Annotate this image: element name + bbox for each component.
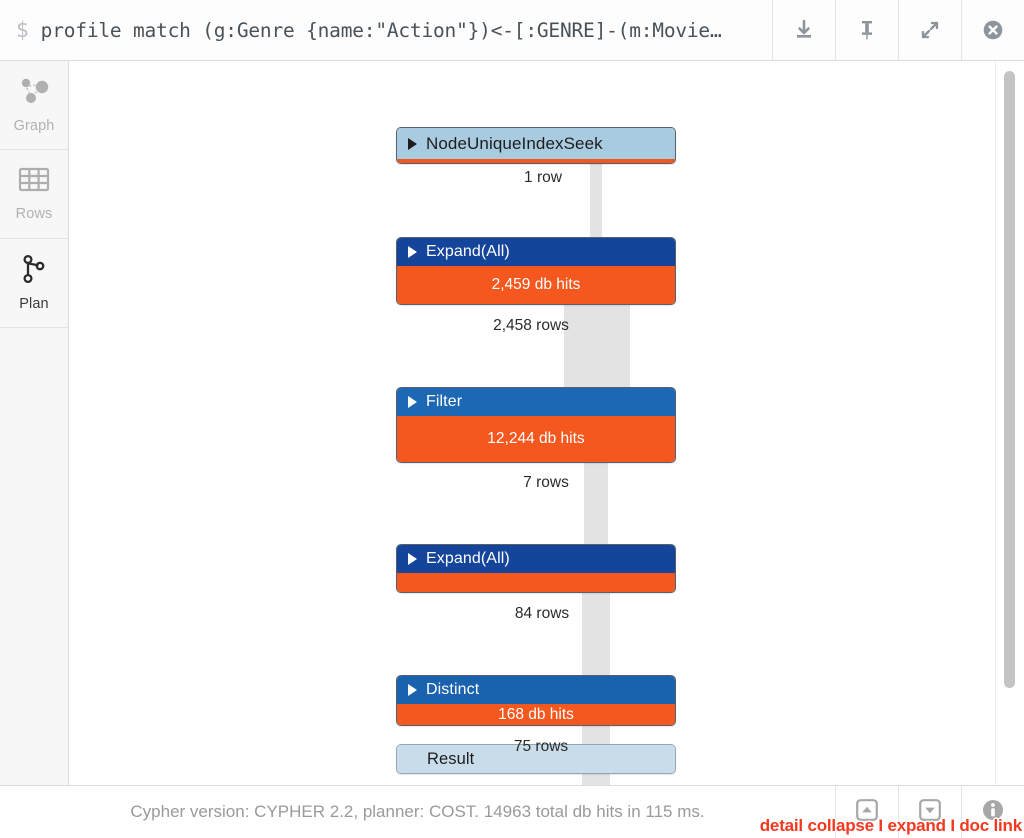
plan-operator-result[interactable]: Result — [396, 744, 676, 774]
sidebar-item-plan-label: Plan — [19, 296, 49, 312]
plan-canvas[interactable]: 1 row 2,458 rows 7 rows 84 rows 75 rows … — [69, 61, 1024, 785]
status-text: Cypher version: CYPHER 2.2, planner: COS… — [130, 802, 705, 821]
pin-button[interactable] — [835, 0, 898, 60]
chevron-right-icon[interactable] — [408, 137, 417, 150]
operator-header[interactable]: NodeUniqueIndexSeek — [397, 128, 675, 159]
connector-4 — [582, 591, 610, 683]
operator-dbhits-label: 168 db hits — [498, 705, 574, 723]
operator-name: Expand(All) — [426, 243, 510, 260]
sidebar-item-plan[interactable]: Plan — [0, 239, 68, 328]
chevron-right-icon[interactable] — [408, 396, 417, 408]
status-bar: Cypher version: CYPHER 2.2, planner: COS… — [0, 786, 835, 838]
query-text: profile match (g:Genre {name:"Action"})<… — [40, 18, 722, 42]
chevron-right-icon[interactable] — [408, 553, 417, 565]
operator-dbhits-bar — [397, 573, 675, 592]
operator-name: NodeUniqueIndexSeek — [426, 133, 603, 153]
operator-name: Distinct — [426, 681, 480, 698]
plan-operator-node-unique-index-seek[interactable]: NodeUniqueIndexSeek — [396, 127, 676, 164]
download-button[interactable] — [772, 0, 835, 60]
prompt-sigil-icon: $ — [16, 18, 29, 42]
close-icon — [981, 18, 1005, 42]
view-sidebar: Graph Rows — [0, 61, 69, 785]
doc-link-button[interactable] — [961, 786, 1024, 838]
vertical-scrollbar-thumb[interactable] — [1004, 71, 1015, 688]
connector-label-5: 75 rows — [513, 738, 569, 755]
plan-operator-expand-all-2[interactable]: Expand(All) — [396, 544, 676, 593]
annotation-label: detail collapse I expand I doc link — [759, 816, 1022, 835]
close-button[interactable] — [961, 0, 1024, 60]
operator-dbhits-bar — [397, 159, 675, 163]
operator-dbhits-bar: 168 db hits — [397, 704, 675, 725]
operator-name: Result — [427, 749, 475, 768]
connector-3 — [584, 459, 608, 555]
toolbar-buttons — [772, 0, 1024, 60]
connector-label-3: 7 rows — [523, 474, 569, 491]
connector-1 — [590, 153, 602, 249]
plan-footer: Cypher version: CYPHER 2.2, planner: COS… — [0, 785, 1024, 838]
operator-header[interactable]: Result — [397, 745, 675, 773]
plan-operator-distinct[interactable]: Distinct 168 db hits — [396, 675, 676, 726]
plan-icon — [19, 254, 49, 289]
connector-label-1: 1 row — [524, 169, 562, 186]
sidebar-item-rows-label: Rows — [15, 206, 53, 222]
operator-dbhits-bar: 2,459 db hits — [397, 266, 675, 304]
fullscreen-icon — [918, 18, 942, 42]
connector-label-4: 84 rows — [514, 605, 570, 622]
chevron-right-icon[interactable] — [408, 246, 417, 258]
operator-header[interactable]: Expand(All) — [397, 238, 675, 266]
sidebar-item-rows[interactable]: Rows — [0, 150, 68, 239]
chevron-right-icon[interactable] — [408, 684, 417, 696]
pin-icon — [855, 18, 879, 42]
plan-operator-expand-all-1[interactable]: Expand(All) 2,459 db hits — [396, 237, 676, 305]
download-icon — [792, 18, 816, 42]
sidebar-item-graph-label: Graph — [13, 118, 55, 134]
connector-label-2: 2,458 rows — [493, 317, 569, 334]
operator-dbhits-label: 12,244 db hits — [487, 430, 585, 447]
panel-body: Graph Rows — [0, 61, 1024, 785]
sidebar-item-graph[interactable]: Graph — [0, 61, 68, 150]
info-icon — [980, 797, 1006, 828]
footer-buttons — [835, 786, 1024, 838]
sidebar-filler — [0, 328, 68, 785]
expand-down-icon — [917, 797, 943, 828]
operator-dbhits-label: 2,459 db hits — [491, 276, 581, 293]
connector-2 — [564, 301, 630, 397]
operator-name: Filter — [426, 393, 463, 410]
expand-button[interactable] — [898, 786, 961, 838]
plan-operator-filter[interactable]: Filter 12,244 db hits — [396, 387, 676, 463]
query-toolbar: $ profile match (g:Genre {name:"Action"}… — [0, 0, 1024, 61]
vertical-scrollbar[interactable] — [995, 61, 1024, 785]
collapse-up-icon — [854, 797, 880, 828]
operator-header[interactable]: Filter — [397, 388, 675, 416]
collapse-button[interactable] — [835, 786, 898, 838]
operator-dbhits-bar: 12,244 db hits — [397, 416, 675, 462]
plan-stage: 1 row 2,458 rows 7 rows 84 rows 75 rows … — [69, 61, 1024, 785]
table-icon — [18, 166, 50, 199]
operator-header[interactable]: Expand(All) — [397, 545, 675, 573]
fullscreen-button[interactable] — [898, 0, 961, 60]
query-display[interactable]: $ profile match (g:Genre {name:"Action"}… — [0, 0, 772, 60]
graph-icon — [17, 76, 51, 111]
operator-name: Expand(All) — [426, 550, 510, 567]
operator-header[interactable]: Distinct — [397, 676, 675, 704]
